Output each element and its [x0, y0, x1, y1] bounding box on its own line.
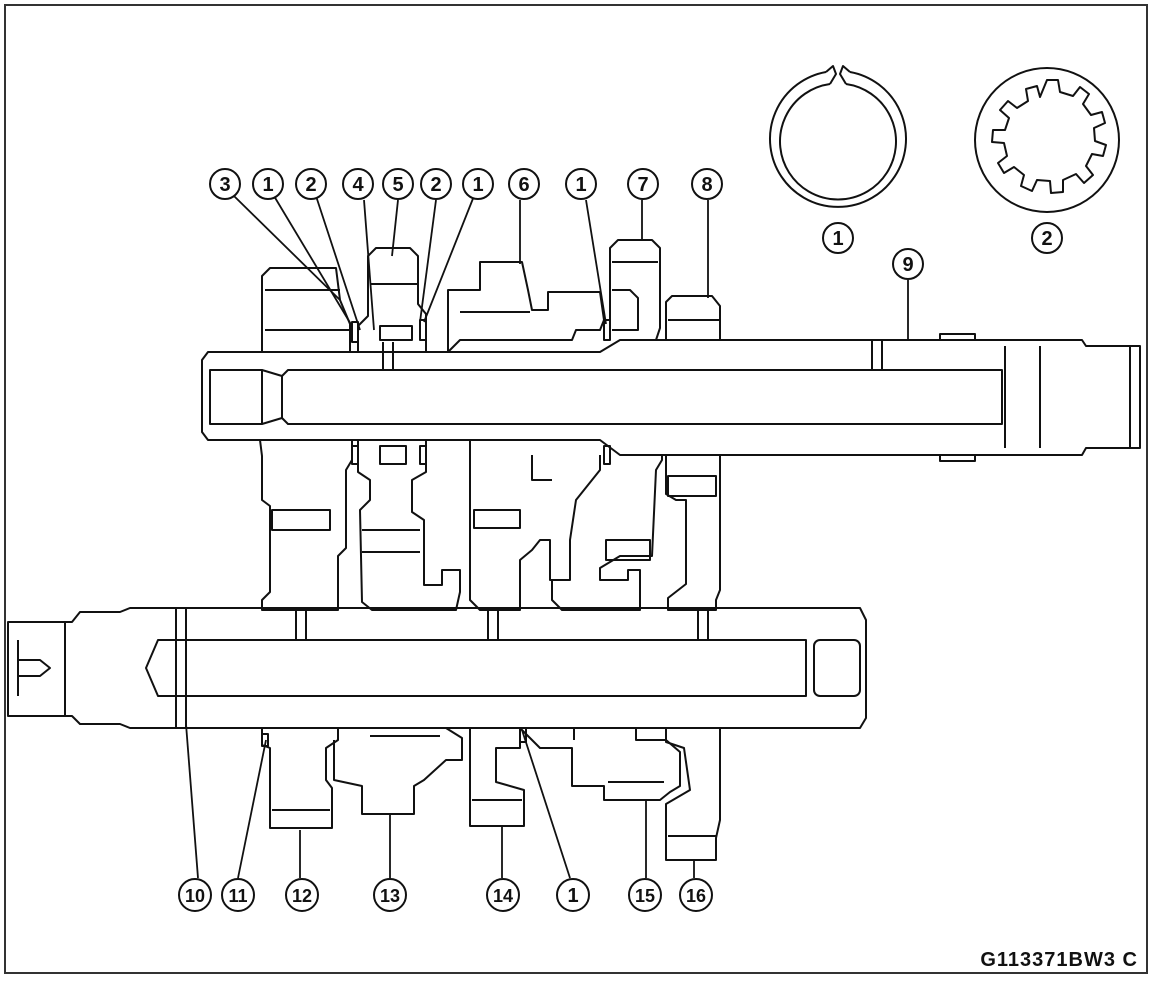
- toothed-washer-drawing: [974, 67, 1120, 213]
- callout-1-a: 1: [252, 168, 284, 200]
- svg-text:4: 4: [352, 174, 364, 196]
- svg-text:1: 1: [567, 885, 578, 907]
- svg-text:1: 1: [575, 174, 586, 196]
- svg-text:1: 1: [262, 174, 273, 196]
- svg-text:7: 7: [637, 174, 648, 196]
- svg-text:2: 2: [305, 174, 316, 196]
- lower-shaft: [7, 607, 867, 729]
- callout-2-a: 2: [295, 168, 327, 200]
- lower-gears: [261, 727, 721, 861]
- callout-1-d: 1: [556, 878, 590, 912]
- svg-text:2: 2: [1041, 228, 1052, 250]
- svg-text:13: 13: [380, 886, 400, 906]
- figure-frame: [4, 4, 1148, 974]
- callout-inset-1: 1: [822, 222, 854, 254]
- callout-2-b: 2: [420, 168, 452, 200]
- svg-text:11: 11: [228, 886, 247, 906]
- callout-5: 5: [382, 168, 414, 200]
- svg-text:3: 3: [219, 174, 230, 196]
- callout-12: 12: [285, 878, 319, 912]
- callout-16: 16: [679, 878, 713, 912]
- callout-6: 6: [508, 168, 540, 200]
- callout-4: 4: [342, 168, 374, 200]
- callout-14: 14: [486, 878, 520, 912]
- callout-13: 13: [373, 878, 407, 912]
- svg-text:1: 1: [832, 228, 843, 250]
- callout-3: 3: [209, 168, 241, 200]
- svg-text:12: 12: [292, 886, 312, 906]
- svg-text:9: 9: [902, 254, 913, 276]
- svg-text:6: 6: [518, 174, 529, 196]
- callout-9: 9: [892, 248, 924, 280]
- callout-15: 15: [628, 878, 662, 912]
- svg-text:10: 10: [185, 886, 205, 906]
- callout-1-c: 1: [565, 168, 597, 200]
- callout-10: 10: [178, 878, 212, 912]
- svg-text:14: 14: [493, 886, 513, 906]
- callout-8: 8: [691, 168, 723, 200]
- svg-text:8: 8: [701, 174, 712, 196]
- svg-text:5: 5: [392, 174, 403, 196]
- circlip-drawing: [769, 65, 907, 208]
- leader-lines: [185, 195, 909, 879]
- callout-inset-2: 2: [1031, 222, 1063, 254]
- svg-text:15: 15: [635, 886, 655, 906]
- svg-text:16: 16: [686, 886, 706, 906]
- callout-11: 11: [221, 878, 255, 912]
- svg-text:1: 1: [472, 174, 483, 196]
- upper-shaft: [201, 333, 1141, 462]
- callout-1-b: 1: [462, 168, 494, 200]
- figure-code: G113371BW3 C: [980, 949, 1138, 971]
- svg-text:2: 2: [430, 174, 441, 196]
- upper-gears-bottom: [259, 439, 721, 611]
- callout-7: 7: [627, 168, 659, 200]
